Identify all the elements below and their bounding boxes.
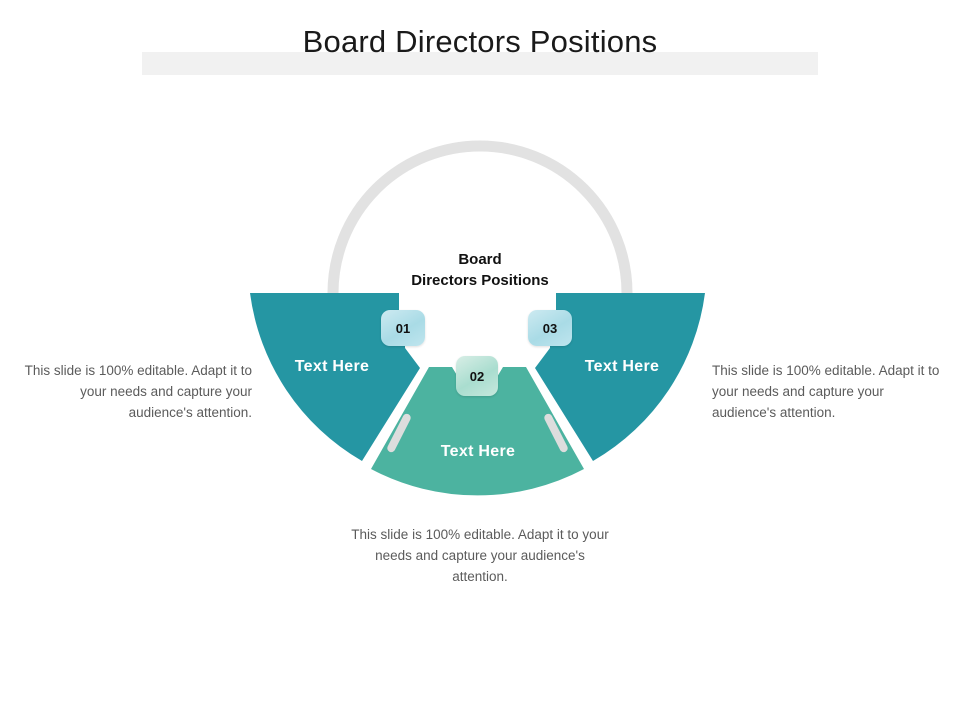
body-text-01: This slide is 100% editable. Adapt it to…	[24, 363, 252, 420]
badge-01[interactable]: 01	[381, 310, 425, 346]
wedge-divider-icon-left	[387, 413, 411, 453]
wedge-label-03: Text Here	[584, 358, 660, 375]
title-background-band	[142, 52, 818, 75]
page-title: Board Directors Positions	[302, 24, 658, 59]
wedge-segment-01[interactable]	[250, 293, 420, 461]
body-text-03: This slide is 100% editable. Adapt it to…	[712, 363, 940, 420]
wedge-label-01: Text Here	[294, 358, 370, 375]
center-heading: Board Directors Positions	[411, 251, 549, 289]
wedge-segment-03[interactable]	[535, 293, 705, 461]
badge-02[interactable]: 02	[456, 356, 498, 396]
badge-03[interactable]: 03	[528, 310, 572, 346]
semicircle-arc-icon	[327, 140, 633, 294]
body-text-02: This slide is 100% editable. Adapt it to…	[351, 527, 609, 584]
wedge-label-02: Text Here	[440, 443, 516, 460]
wedge-segment-02[interactable]	[371, 367, 584, 496]
wedge-divider-icon-right	[544, 413, 568, 453]
